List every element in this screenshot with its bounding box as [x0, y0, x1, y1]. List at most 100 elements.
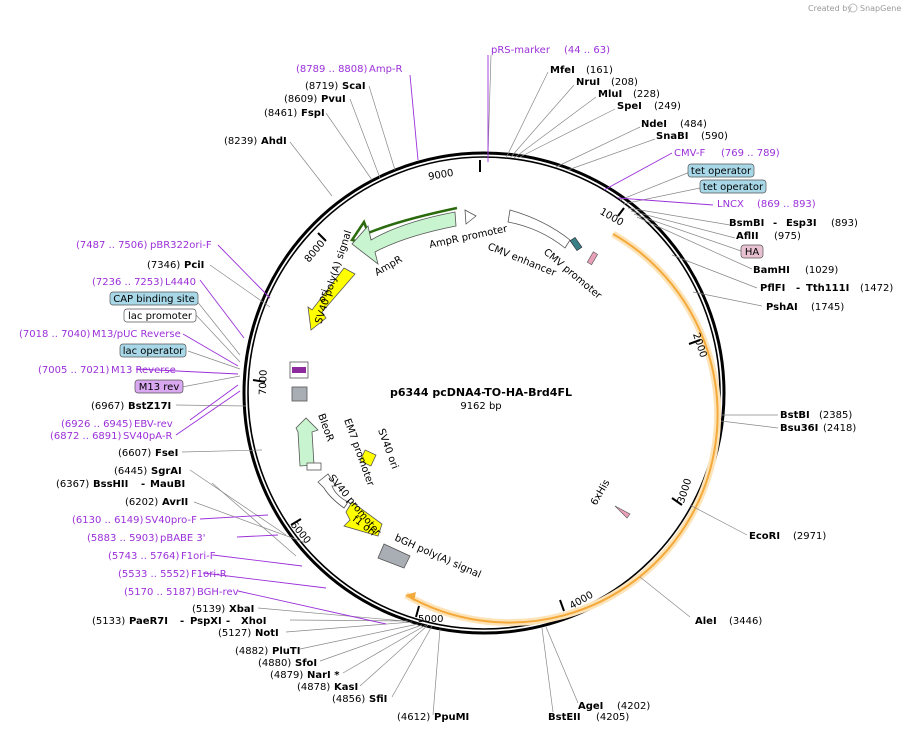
enzyme-nari: NarI * — [307, 670, 340, 681]
enzyme-agei: AgeI — [578, 701, 603, 712]
tet-operator-1-box — [687, 163, 755, 178]
enzyme-sfii-pos: (4856) — [332, 694, 365, 705]
enzyme-tth111i: Tth111I — [806, 283, 849, 294]
enzyme-sgrai-pos: (6445) — [114, 466, 147, 477]
enzyme-mfei-pos: (161) — [586, 65, 613, 76]
tick-9000: 9000 — [427, 168, 454, 183]
enzyme-paer7i-pos: (5133) — [92, 616, 125, 627]
enzyme-pcii-pos: (7346) — [147, 260, 180, 271]
primer-bgh-rev-pos: (5170 .. 5187) — [124, 587, 196, 598]
bleor-arrow[interactable] — [295, 417, 319, 467]
cmv-enhancer-shape[interactable] — [507, 209, 571, 249]
enzyme-noti: NotI — [255, 628, 279, 639]
primer-l4440-pos: (7236 .. 7253) — [92, 277, 164, 288]
primer-cmv-f: CMV-F — [674, 148, 705, 159]
primer-f1ori-r: F1ori-R — [191, 569, 227, 580]
tet-operator-2-box — [699, 179, 767, 194]
primer-m13rev: M13 Reverse — [111, 365, 176, 376]
boxed-feature-labels: tet operator tet operator HA CAP binding… — [109, 163, 767, 394]
sixhis-marker[interactable] — [614, 505, 631, 519]
enzyme-ahdi-pos: (8239) — [224, 136, 257, 147]
tick-1000: 1000 — [598, 206, 626, 228]
enzyme-nrui-pos: (208) — [611, 77, 638, 88]
primer-m13puc-pos: (7018 .. 7040) — [19, 329, 91, 340]
primer-f1ori-f-pos: (5743 .. 5764) — [108, 551, 180, 562]
ha-marker[interactable] — [586, 251, 599, 266]
enzyme-pflfi-pos: (1472) — [860, 283, 893, 294]
ha-box — [740, 244, 764, 259]
lac-promoter-box — [123, 308, 197, 323]
enzyme-kasi: KasI — [334, 682, 358, 693]
enzyme-maubi: MauBI — [150, 479, 185, 490]
enzyme-mlui: MluI — [598, 89, 622, 100]
leader-lines — [175, 54, 779, 716]
enzyme-bsmbi: BsmBI — [729, 218, 764, 229]
enzyme-pluti-pos: (4882) — [235, 646, 268, 657]
primer-pbabe-pos: (5883 .. 5903) — [87, 533, 159, 544]
enzyme-mlui-pos: (228) — [633, 89, 660, 100]
enzyme-avrii: AvrII — [162, 497, 188, 508]
enzyme-sfoi: SfoI — [295, 658, 317, 669]
enzyme-pluti: PluTI — [272, 646, 300, 657]
enzyme-xbai: XbaI — [229, 604, 254, 615]
credit-brand: SnapGene — [860, 4, 901, 13]
primer-cmv-f-pos: (769 .. 789) — [721, 148, 780, 159]
primer-ebv-rev: EBV-rev — [134, 419, 173, 430]
enzyme-bstbi: BstBI — [780, 410, 810, 421]
enzyme-pshai-pos: (1745) — [811, 302, 844, 313]
enzyme-ecori-pos: (2971) — [793, 531, 826, 542]
primer-lncx-pos: (869 .. 893) — [757, 199, 816, 210]
enzyme-sfii: SfiI — [369, 694, 387, 705]
orf-arc[interactable] — [404, 230, 722, 627]
bgh-polya-box[interactable] — [377, 543, 411, 569]
tet-operator-marker[interactable] — [569, 236, 583, 252]
tick-5000: 5000 — [418, 614, 443, 625]
tick-6000: 6000 — [288, 520, 313, 547]
ori-arrow[interactable] — [307, 267, 356, 331]
snapgene-logo-icon — [848, 3, 858, 13]
em7-box[interactable] — [306, 462, 322, 471]
enzyme-kasi-pos: (4878) — [297, 682, 330, 693]
primer-lncx: LNCX — [717, 199, 744, 210]
ampr-arrow[interactable] — [349, 206, 458, 266]
primer-sv40pro-f: SV40pro-F — [145, 515, 197, 526]
enzyme-scai: ScaI — [342, 81, 366, 92]
enzyme-xhoi: XhoI — [241, 616, 266, 627]
enzyme-ppumi-pos: (4612) — [397, 712, 430, 723]
enzyme-fsei-pos: (6607) — [118, 448, 151, 459]
enzyme-spei-pos: (249) — [654, 101, 681, 112]
primer-f1ori-f: F1ori-F — [181, 551, 216, 562]
sv40-ori-box[interactable] — [359, 449, 377, 467]
enzyme-bsmbi-pos: (893) — [831, 218, 858, 229]
enzyme-bamhi: BamHI — [753, 265, 790, 276]
enzyme-alei-pos: (3446) — [729, 616, 762, 627]
svg-text:-: - — [141, 479, 145, 490]
f1-ori-arrow[interactable] — [343, 501, 383, 537]
enzyme-sgrai: SgrAI — [151, 466, 182, 477]
enzyme-bsshii: BssHII — [93, 479, 128, 490]
tet-operator-1-label: tet operator — [691, 166, 752, 177]
enzyme-ndei-pos: (484) — [680, 119, 707, 130]
m13-rev-label: M13 rev — [139, 382, 180, 393]
enzyme-pshai: PshAI — [766, 302, 798, 313]
enzyme-bamhi-pos: (1029) — [805, 265, 838, 276]
enzyme-avrii-pos: (6202) — [125, 497, 158, 508]
sv40-promoter-arrow[interactable] — [317, 473, 349, 509]
enzyme-agei-pos: (4202) — [617, 701, 650, 712]
primer-m13puc: M13/pUC Reverse — [92, 329, 181, 340]
enzyme-pvui: PvuI — [321, 94, 346, 105]
enzyme-bstz17i-pos: (6967) — [91, 401, 124, 412]
enzyme-bstbi-pos: (2385) — [819, 410, 852, 421]
enzyme-aflii: AflII — [736, 231, 759, 242]
enzyme-bsteii-pos: (4205) — [596, 712, 629, 723]
enzyme-ndei: NdeI — [641, 119, 667, 130]
tick-3000: 3000 — [676, 477, 694, 505]
ampr-promoter-shape[interactable] — [464, 209, 477, 225]
grey-feature-box[interactable] — [291, 386, 308, 402]
primer-labels: pRS-marker (44 .. 63) CMV-F (769 .. 789)… — [19, 45, 816, 598]
enzyme-alei: AleI — [695, 616, 717, 627]
enzyme-snabi: SnaBI — [656, 131, 688, 142]
enzyme-pspxi: PspXI — [190, 616, 222, 627]
primer-sv40pa-r: SV40pA-R — [123, 431, 172, 442]
